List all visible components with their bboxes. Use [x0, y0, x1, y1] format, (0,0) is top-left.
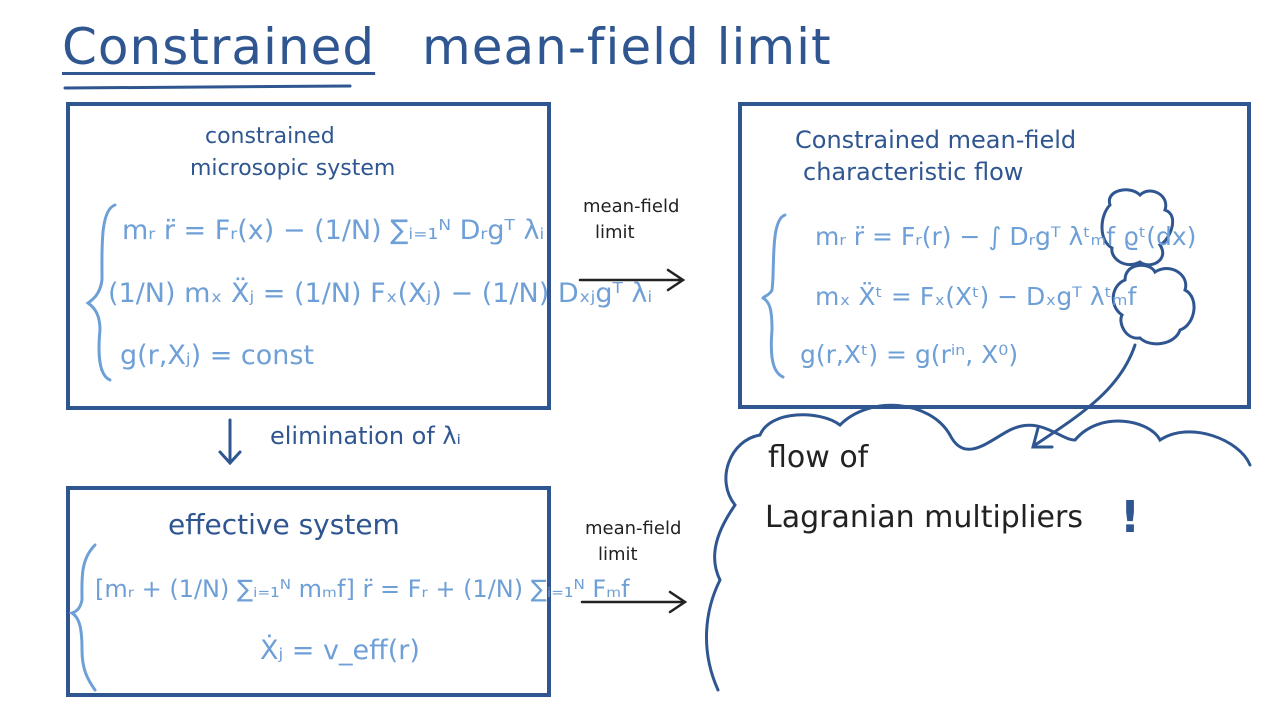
- arrow-bottom-label-2: limit: [598, 544, 638, 565]
- effective-eq-2: Ẋⱼ = v_eff(r): [260, 635, 420, 666]
- lambda-cloud-1: [1100, 188, 1175, 267]
- arrow-top-label-2: limit: [595, 222, 635, 243]
- micro-eq-1: mᵣ r̈ = Fᵣ(x) − (1/N) ∑ᵢ₌₁ᴺ Dᵣgᵀ λᵢ: [122, 215, 545, 246]
- micro-heading-2: microsopic system: [190, 156, 396, 181]
- mf-eq-1: mᵣ r̈ = Fᵣ(r) − ∫ Dᵣgᵀ λᵗₘf ϱᵗ(dx): [815, 222, 1197, 251]
- micro-heading-1: constrained: [205, 124, 335, 149]
- box-effective: [66, 486, 551, 697]
- mf-heading-1: Constrained mean-field: [795, 126, 1077, 154]
- bubble-arrow: [1031, 343, 1137, 449]
- arrow-top: [578, 268, 686, 292]
- arrow-down: [218, 418, 242, 466]
- effective-heading: effective system: [168, 508, 400, 541]
- effective-eq-1: [mᵣ + (1/N) ∑ᵢ₌₁ᴺ mₘf] r̈ = Fᵣ + (1/N) ∑…: [95, 575, 630, 603]
- lambda-cloud-2: [1111, 263, 1196, 346]
- title-underline: [63, 84, 352, 90]
- micro-eq-3: g(r,Xⱼ) = const: [120, 340, 315, 371]
- title-underlined-word: Constrained: [62, 18, 376, 76]
- page-title: Constrained mean-field limit: [62, 18, 832, 76]
- arrow-bottom: [580, 590, 688, 614]
- arrow-top-label-1: mean-field: [583, 196, 680, 217]
- mf-eq-3: g(r,Xᵗ) = g(rⁱⁿ, X⁰): [800, 340, 1019, 369]
- cloud-outline: [704, 403, 1252, 692]
- arrow-bottom-label-1: mean-field: [585, 518, 682, 539]
- box-microscopic: [66, 102, 551, 410]
- cloud-exclamation: !: [1120, 492, 1141, 543]
- mf-eq-2: mₓ Ẍᵗ = Fₓ(Xᵗ) − Dₓgᵀ λᵗₘf: [815, 282, 1137, 311]
- title-rest: mean-field limit: [422, 18, 832, 76]
- box-mean-field-flow: [738, 102, 1251, 409]
- cloud-text-2: Lagranian multipliers: [765, 500, 1083, 535]
- elimination-label: elimination of λᵢ: [270, 422, 461, 450]
- micro-eq-2: (1/N) mₓ Ẍⱼ = (1/N) Fₓ(Xⱼ) − (1/N) Dₓⱼgᵀ…: [108, 278, 653, 309]
- brace-meanfield: [761, 213, 787, 379]
- cloud-text-1: flow of: [768, 440, 869, 475]
- mf-heading-2: characteristic flow: [803, 158, 1024, 186]
- brace-effective: [68, 543, 97, 692]
- brace-micro: [85, 203, 117, 382]
